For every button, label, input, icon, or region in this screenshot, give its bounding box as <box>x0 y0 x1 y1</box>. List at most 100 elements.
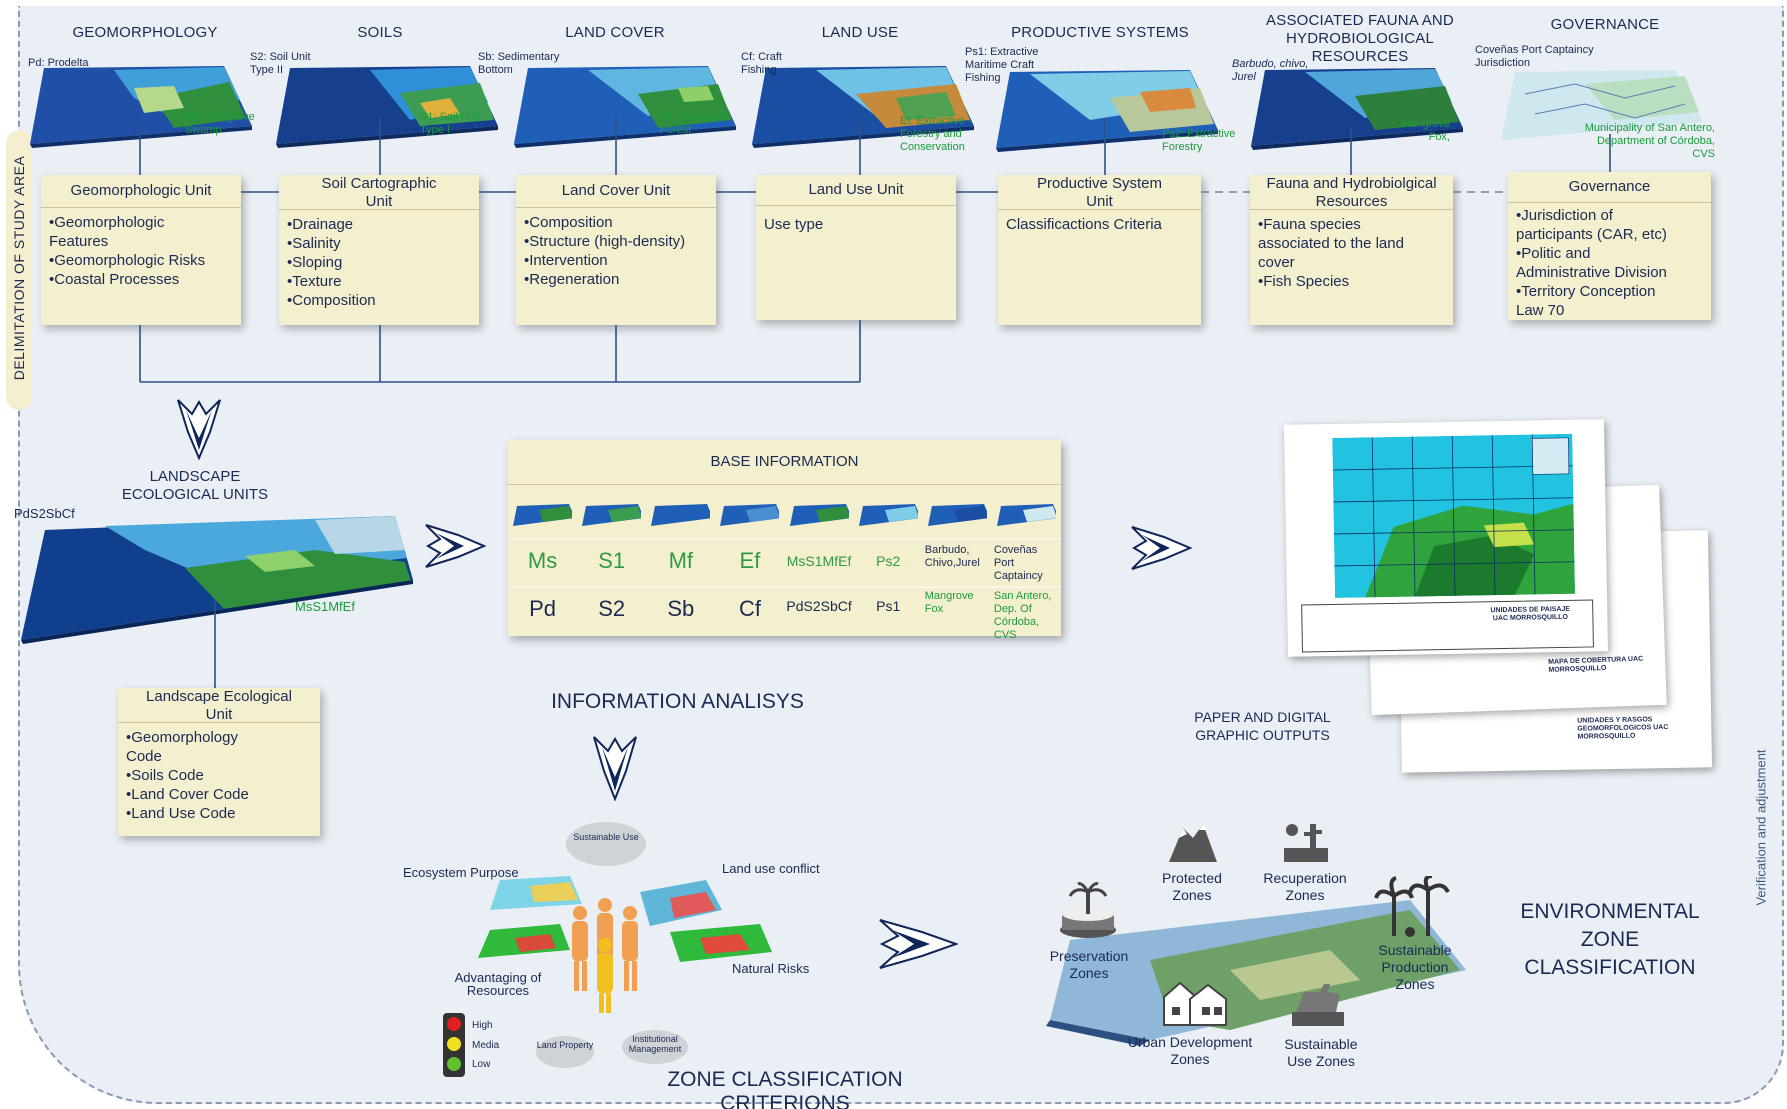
criteria-ecosystem-purpose: Ecosystem Purpose <box>403 865 519 880</box>
map-land-cover <box>514 66 736 148</box>
zone-criteria-title: ZONE CLASSIFICATION CRITERIONS <box>667 1068 903 1109</box>
card-item: •Fauna species <box>1258 216 1361 233</box>
callout-prodelta: Pd: Prodelta <box>28 57 89 69</box>
base-thumbnail-map <box>789 504 849 526</box>
base-code-cell: Cf <box>738 596 761 621</box>
landscape-connector <box>214 600 216 690</box>
card-item: •Geomorphology <box>126 729 238 746</box>
callout-pds2sbcf: PdS2SbCf <box>14 506 75 521</box>
bubble-institutional: Institutional Management <box>622 1030 688 1064</box>
paper-title-3: UNIDADES Y RASGOS GEOMORFOLOGICOS UAC MO… <box>1577 716 1669 741</box>
right-arrow-icon <box>1131 526 1192 570</box>
callout-barbudo: Barbudo, chivo, Jurel <box>1232 58 1309 83</box>
landscape-units-title: LANDSCAPE ECOLOGICAL UNITS <box>121 468 269 503</box>
right-arrow-icon <box>879 919 958 969</box>
base-code-cell: Ps1 <box>876 598 901 614</box>
card-item: •Geomorphologic Risks <box>49 252 206 269</box>
card-item: •Jurisdiction of <box>1516 207 1613 224</box>
card-header: Geomorphologic Unit <box>41 175 241 208</box>
card-item: •Sloping <box>287 254 343 271</box>
legend-low: Low <box>472 1059 491 1070</box>
zone-sustainable-use: Sustainable Use Zones <box>1284 1036 1358 1069</box>
callout-mangrove-forest: Mf: Mangrove Forest <box>660 111 728 136</box>
card-header: Landscape Ecological Unit <box>118 688 320 723</box>
card-item: participants (CAR, etc) <box>1516 226 1667 243</box>
base-thumbnail-map <box>513 504 572 526</box>
card-item: •Intervention <box>524 252 608 269</box>
stakeholders-figure <box>572 898 638 1013</box>
card-items: •Composition •Structure (high-density) •… <box>524 213 708 289</box>
urban-development-zone-icon <box>1163 981 1227 1026</box>
base-thumbnail-map <box>927 504 987 526</box>
outputs-label: PAPER AND DIGITAL GRAPHIC OUTPUTS <box>1194 709 1331 743</box>
card-items: Use type <box>764 215 948 234</box>
card-landscape-ecological-unit: Landscape Ecological Unit •Geomorphology… <box>118 688 320 836</box>
card-soil-cartographic-unit: Soil Cartographic Unit •Drainage •Salini… <box>279 175 479 325</box>
map-geomorphology <box>30 66 252 148</box>
card-item: •Texture <box>287 273 342 290</box>
card-header: Land Use Unit <box>756 175 956 206</box>
card-item: •Structure (high-density) <box>524 233 686 250</box>
legend-high: High <box>472 1020 493 1031</box>
card-item: •Territory Conception <box>1516 283 1656 300</box>
zone-urban: Urban Development Zones <box>1127 1034 1253 1067</box>
right-arrow-icon <box>425 524 486 568</box>
card-header: Governance <box>1508 172 1711 203</box>
map-soils <box>276 66 498 148</box>
base-thumbnail-map <box>858 504 918 526</box>
map-productive-systems <box>996 70 1218 152</box>
card-item: Features <box>49 233 109 250</box>
card-land-cover-unit: Land Cover Unit •Composition •Structure … <box>516 175 716 325</box>
base-information-thumbnails <box>508 538 1061 588</box>
card-items: Classificactions Criteria <box>1006 215 1193 234</box>
base-code-cell: Pd <box>529 596 557 621</box>
map-governance <box>1501 70 1703 140</box>
theme-title-soils: SOILS <box>357 24 403 41</box>
criteria-land-use-conflict: Land use conflict <box>722 861 820 876</box>
base-thumbnail-map <box>720 504 780 526</box>
card-geomorphologic-unit: Geomorphologic Unit •Geomorphologic Feat… <box>41 175 241 325</box>
paper-title-2: MAPA DE COBERTURA UAC MORROSQUILLO <box>1548 655 1644 674</box>
callout-covenas: Coveñas Port Captaincy Jurisdiction <box>1475 44 1594 69</box>
down-arrow-icon <box>177 399 221 460</box>
card-item: cover <box>1258 254 1295 271</box>
output-paper-1: UNIDADES DE PAISAJE UAC MORROSQUILLO <box>1283 419 1609 657</box>
card-item: •Coastal Processes <box>49 271 180 288</box>
callout-extractive-forestry-ps2: Ps2: Extractive Forestry <box>1162 128 1236 153</box>
map-landscape-units <box>21 516 413 644</box>
zone-sustainable-production: Sustainable Production Zones <box>1378 942 1452 992</box>
light-low <box>447 1057 461 1071</box>
callout-sedimentary-bottom: Sb: Sedimentary Bottom <box>478 51 560 76</box>
traffic-light-legend <box>443 1013 465 1077</box>
theme-title-land-use: LAND USE <box>821 24 899 41</box>
sustainable-production-zone-icon <box>1374 876 1450 937</box>
theme-title-land-cover: LAND COVER <box>565 24 665 41</box>
zone-recuperation: Recuperation Zones <box>1263 870 1347 903</box>
theme-title-geomorphology: GEOMORPHOLOGY <box>72 24 218 41</box>
card-item: Classificactions Criteria <box>1006 216 1162 233</box>
zones-map <box>1046 900 1466 1046</box>
base-code-cell: San Antero, Dep. Of Córdoba, CVS <box>993 590 1052 641</box>
base-code-cell: PdS2SbCf <box>786 598 852 614</box>
card-item: •Composition <box>524 214 613 231</box>
base-code-cell: Ps2 <box>876 553 901 569</box>
card-items: •Drainage •Salinity •Sloping •Texture •C… <box>287 215 471 310</box>
preservation-zone-icon <box>1060 882 1116 938</box>
card-item: •Regeneration <box>524 271 620 288</box>
base-code-cell: S2 <box>598 596 626 621</box>
card-item: Law 70 <box>1516 302 1565 319</box>
callout-mangrove-swamp: Ms: Mangrove Swamp <box>185 111 255 136</box>
theme-title-fauna: ASSOCIATED FAUNA AND HYDROBIOLOGICAL RES… <box>1266 12 1454 65</box>
map-land-use <box>752 66 974 148</box>
card-header: Land Cover Unit <box>516 175 716 208</box>
callout-extractive-maritime: Ps1: Extractive Maritime Craft Fishing <box>965 46 1039 84</box>
verification-text: Verification and adjustment <box>1753 749 1769 906</box>
card-fauna-unit: Fauna and Hydrobiolgical Resources •Faun… <box>1250 175 1453 325</box>
protected-zone-icon <box>1169 824 1217 862</box>
zone-protected: Protected Zones <box>1162 870 1222 903</box>
card-item: Administrative Division <box>1516 264 1667 281</box>
base-thumbnail-map <box>582 504 642 526</box>
card-item: •Soils Code <box>126 767 204 784</box>
card-item: •Geomorphologic <box>49 214 165 231</box>
